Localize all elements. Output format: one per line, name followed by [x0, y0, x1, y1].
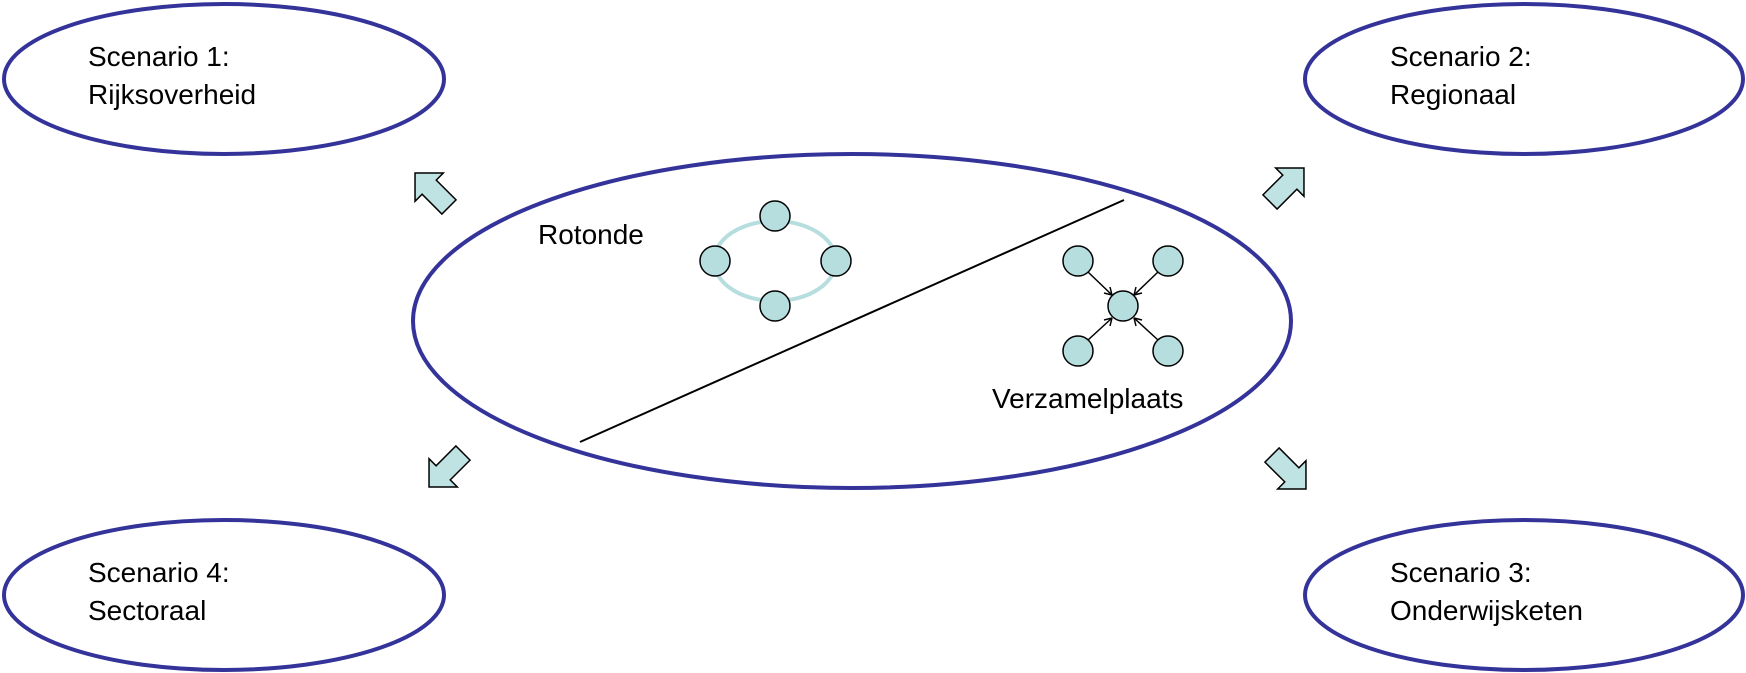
- scenario-1-title: Scenario 1:: [88, 41, 230, 72]
- scenario-1-ellipse: [2, 2, 446, 156]
- scenario-4-name: Sectoraal: [88, 595, 206, 626]
- hub-icon: [1062, 245, 1184, 367]
- scenario-1-name: Rijksoverheid: [88, 79, 256, 110]
- scenario-2: Scenario 2: Regionaal: [1303, 2, 1745, 156]
- scenario-4-ellipse: [2, 518, 446, 672]
- scenario-4-title: Scenario 4:: [88, 557, 230, 588]
- divider-line: [579, 199, 1125, 443]
- center-model: Rotonde Verzamelplaats: [411, 152, 1293, 490]
- arrow-up-right-icon: [1255, 153, 1319, 217]
- scenario-4: Scenario 4: Sectoraal: [2, 518, 446, 672]
- rotonde-label: Rotonde: [538, 219, 644, 250]
- scenario-3-title: Scenario 3:: [1390, 557, 1532, 588]
- arrow-down-left-icon: [414, 438, 478, 502]
- arrow-down-right-icon: [1257, 440, 1321, 504]
- scenario-3-ellipse: [1303, 518, 1745, 672]
- scenario-3: Scenario 3: Onderwijsketen: [1303, 518, 1745, 672]
- scenario-2-ellipse: [1303, 2, 1745, 156]
- scenario-2-name: Regionaal: [1390, 79, 1516, 110]
- arrow-up-left-icon: [400, 158, 464, 222]
- roundabout-icon: [699, 200, 852, 322]
- scenario-2-title: Scenario 2:: [1390, 41, 1532, 72]
- verzamelplaats-label: Verzamelplaats: [992, 383, 1183, 414]
- scenario-3-name: Onderwijsketen: [1390, 595, 1583, 626]
- scenario-1: Scenario 1: Rijksoverheid: [2, 2, 446, 156]
